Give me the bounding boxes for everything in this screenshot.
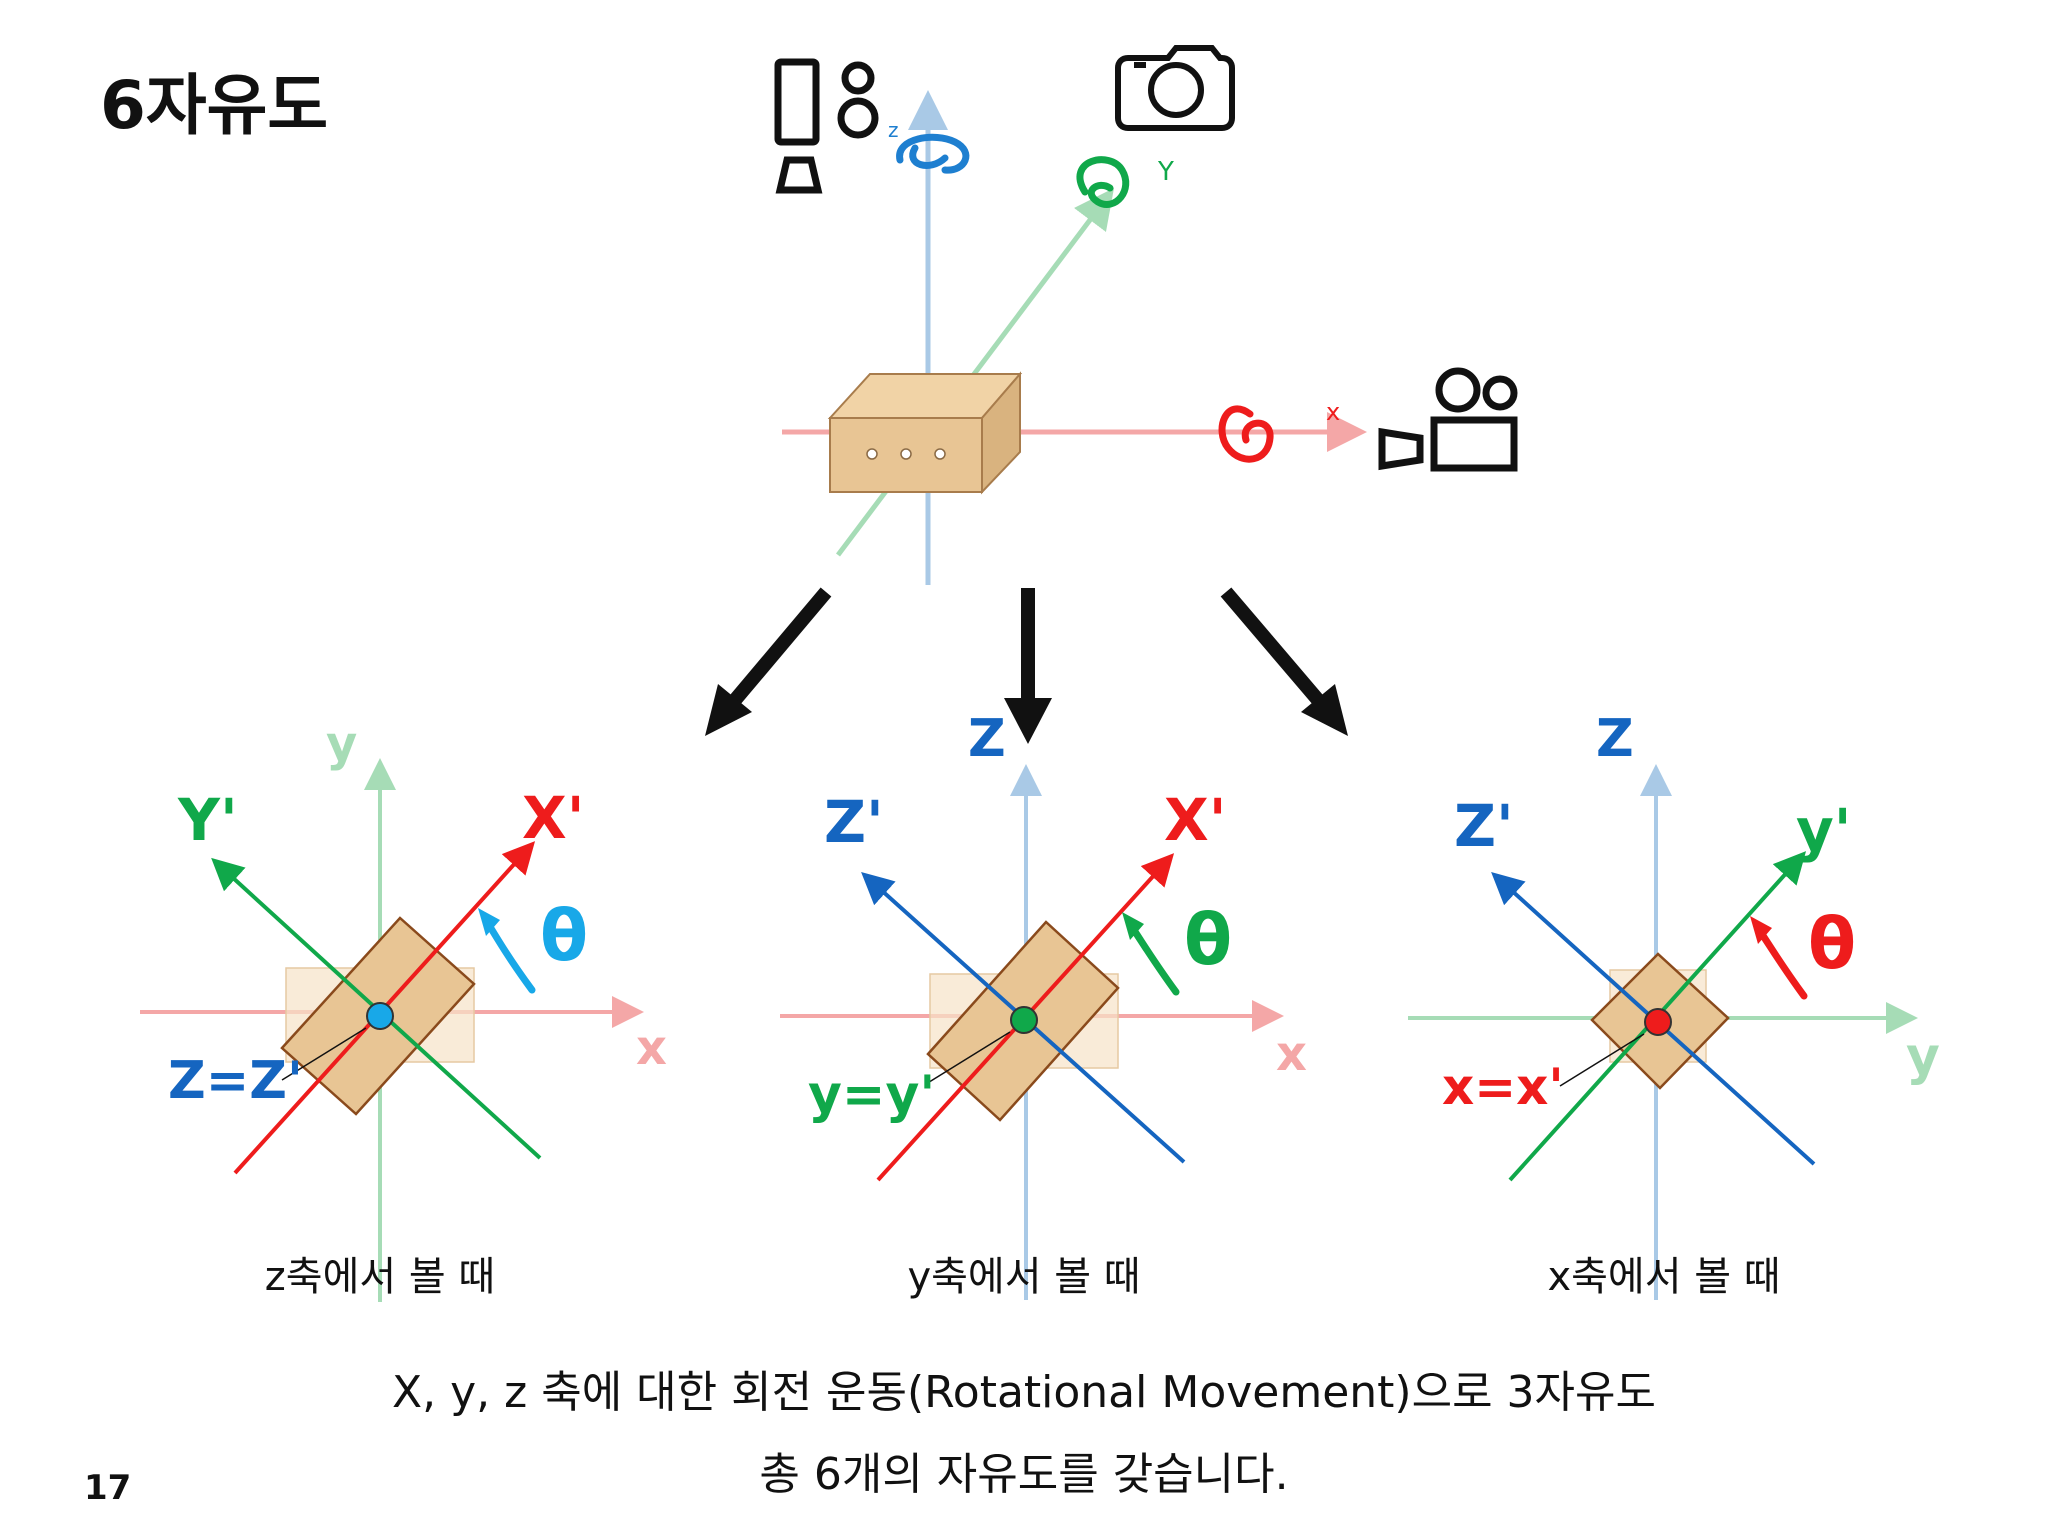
- panel2-equality: y=y': [808, 1065, 935, 1125]
- panel3-v-axis-label: Z: [1596, 709, 1634, 769]
- x-rotation-arrow: [1218, 405, 1274, 463]
- panel1-v-axis-label: y: [326, 716, 357, 772]
- panel2-caption: y축에서 볼 때: [907, 1254, 1140, 1300]
- sensor-box: [827, 371, 1023, 495]
- page-number: 17: [84, 1468, 132, 1508]
- panel1-theta: θ: [540, 895, 588, 977]
- page-title: 6자유도: [100, 67, 329, 144]
- panel-x-view: Z y Z' y' θ x=x': [1408, 709, 1940, 1300]
- top-x-label: x: [1326, 398, 1340, 426]
- z-rotation-arrow: [896, 133, 970, 174]
- panel1-h-axis-label: x: [636, 1020, 667, 1076]
- panel2-v-axis-label: Z: [968, 709, 1006, 769]
- arrow-to-z-view: [729, 587, 832, 705]
- panel1-caption: z축에서 볼 때: [265, 1254, 495, 1300]
- panel3-theta: θ: [1808, 903, 1856, 985]
- panel2-rotated-b-label: X': [1164, 786, 1226, 854]
- panel3-rotated-b-label: y': [1796, 796, 1852, 864]
- arrow-to-x-view: [1220, 587, 1324, 705]
- view-arrows: [705, 587, 1348, 744]
- top-z-label: z: [888, 118, 899, 142]
- y-rotation-arrow: [1076, 156, 1130, 208]
- panel3-equality: x=x': [1442, 1058, 1564, 1116]
- panel-z-view: y x Y' X' θ Z=Z': [140, 716, 667, 1302]
- panel3-caption: x축에서 볼 때: [1547, 1254, 1780, 1300]
- panel3-h-axis-label: y: [1906, 1027, 1940, 1087]
- panel3-rotated-a-label: Z': [1454, 792, 1514, 860]
- panel1-equality: Z=Z': [168, 1051, 303, 1111]
- smartphone-icon: [774, 58, 879, 194]
- panel1-rotated-a-label: Y': [177, 786, 238, 854]
- panel2-rotated-a-label: Z': [824, 788, 884, 856]
- panel1-rotated-b-label: X': [522, 784, 584, 852]
- top-3d-axes: z Y x: [782, 90, 1367, 585]
- panel2-h-axis-label: x: [1276, 1026, 1307, 1082]
- panel2-theta: θ: [1184, 899, 1232, 981]
- video-camera-icon: [1378, 367, 1518, 472]
- top-y-label: Y: [1157, 157, 1174, 187]
- panel-y-view: Z x Z' X' θ y=y': [780, 709, 1307, 1300]
- caption-line-2: 총 6개의 자유도를 갖습니다.: [759, 1449, 1289, 1500]
- caption-line-1: X, y, z 축에 대한 회전 운동(Rotational Movement)…: [392, 1367, 1656, 1418]
- camera-icon: [1115, 45, 1235, 131]
